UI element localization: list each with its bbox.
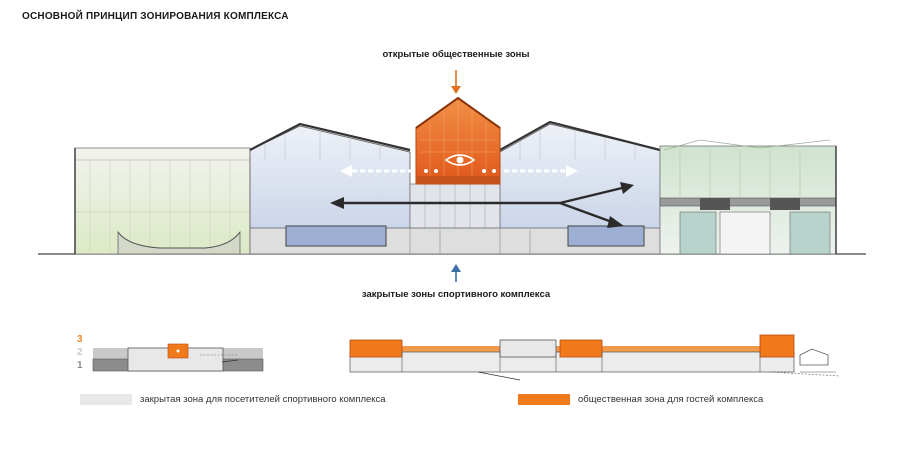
building-section xyxy=(38,96,866,255)
label-open-public-zones: открытые общественные зоны xyxy=(382,49,530,60)
arrow-down-icon xyxy=(451,70,461,94)
legend-closed-swatch xyxy=(80,394,132,405)
legend-public-text: общественная зона для гостей комплекса xyxy=(578,394,764,405)
eye-icon xyxy=(444,154,476,166)
public-flow-arrows xyxy=(340,165,578,177)
mini-scheme-levels xyxy=(92,343,264,372)
arrow-up-icon xyxy=(451,264,461,282)
level-2-number: 2 xyxy=(77,347,83,358)
legend-public-swatch xyxy=(518,394,570,405)
label-closed-sport-zones: закрытые зоны спортивного комплекса xyxy=(361,289,551,300)
page-title: ОСНОВНОЙ ПРИНЦИП ЗОНИРОВАНИЯ КОМПЛЕКСА xyxy=(22,11,289,22)
level-1-number: 1 xyxy=(77,360,83,371)
long-section-scheme xyxy=(349,334,841,381)
closed-flow-arrows xyxy=(330,182,634,228)
level-3-number: 3 xyxy=(77,334,83,345)
legend-closed-text: закрытая зона для посетителей спортивног… xyxy=(140,394,386,405)
